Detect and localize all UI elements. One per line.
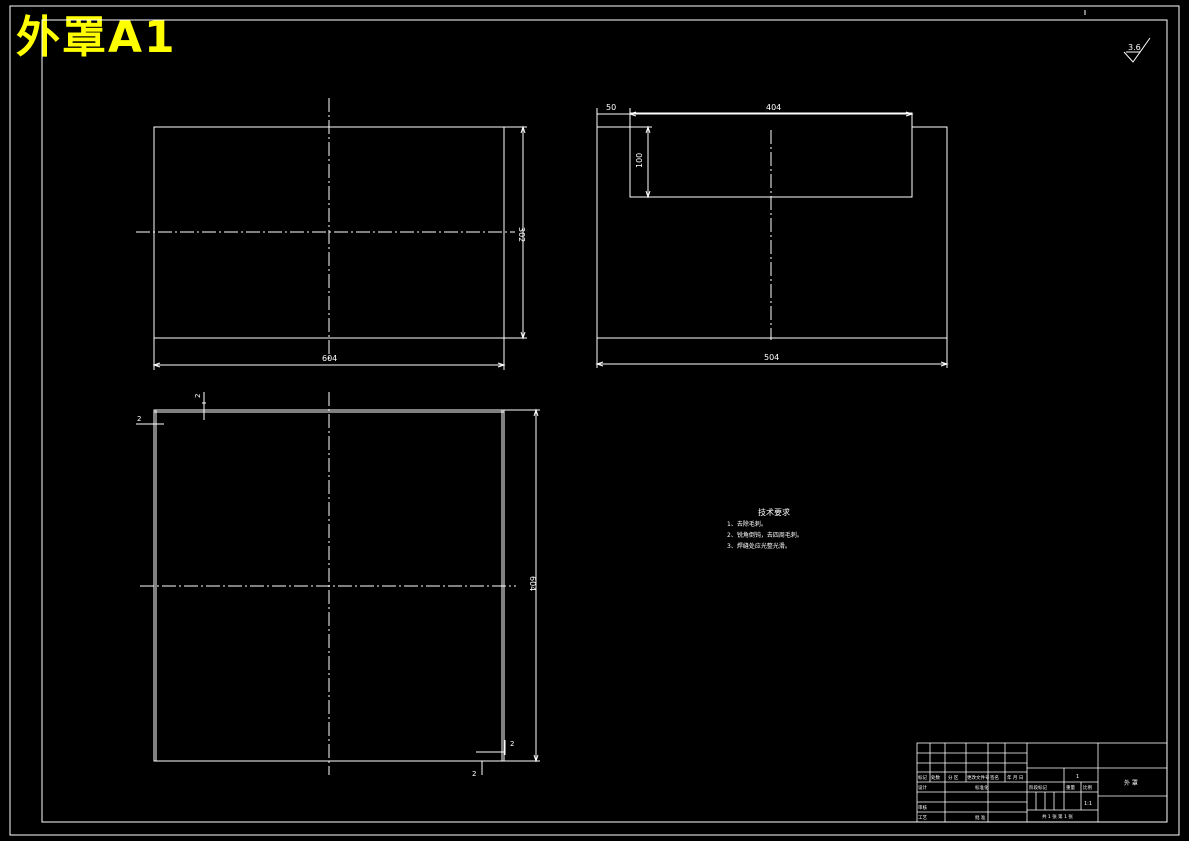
title-block-labels: 标记 处数 分 区 更改文件号 签名 年 月 日 设计 标准化 审核 工艺 批 …	[918, 774, 1092, 821]
tb-label-zone: 分 区	[948, 774, 959, 781]
tb-label-sign: 签名	[990, 774, 999, 781]
side-view-slot-width-dim: 404	[766, 103, 781, 112]
roughness-symbol: 3.6	[1123, 37, 1151, 63]
side-view-offset-dim: 50	[606, 103, 616, 112]
top-view-width-dim: 604	[322, 354, 337, 363]
tb-sheet-info: 共 1 张 第 1 张	[1042, 813, 1073, 820]
tech-note-item: 1、去除毛刺。	[727, 520, 767, 528]
side-view-width-dim: 504	[764, 353, 779, 362]
front-view-thickness-left: 2	[137, 415, 141, 423]
roughness-value: 3.6	[1128, 43, 1141, 52]
tb-label-weight: 重量	[1066, 784, 1075, 791]
tb-scale-value: 1:1	[1084, 801, 1092, 807]
front-view	[136, 392, 540, 775]
front-view-height-dim: 604	[528, 576, 537, 591]
inner-frame	[41, 19, 1168, 823]
tb-quantity: 1	[1076, 774, 1079, 780]
side-view-slot-depth-dim: 100	[635, 153, 644, 168]
front-view-thickness-right: 2	[510, 740, 514, 748]
front-view-thickness-bottom: 2	[472, 770, 476, 778]
tb-label-standard: 标准化	[975, 784, 989, 791]
top-view-height-dim: 302	[517, 227, 526, 242]
tb-label-stage: 阶段标记	[1029, 784, 1047, 791]
tb-label-date: 年 月 日	[1007, 774, 1023, 781]
tb-label-count: 处数	[931, 774, 940, 781]
tb-label-scale: 比例	[1083, 784, 1092, 791]
tb-label-mark: 标记	[918, 774, 927, 781]
tech-note-item: 2、锐角倒钝，去四周毛刺。	[727, 531, 803, 539]
top-view	[136, 98, 527, 370]
tech-notes-heading: 技术要求	[758, 507, 790, 517]
title-block	[916, 742, 1168, 823]
outer-border	[9, 5, 1180, 836]
tb-label-change-doc: 更改文件号	[967, 774, 990, 781]
front-view-thickness-top: 2	[194, 394, 202, 398]
side-view	[595, 108, 949, 368]
tb-label-approve: 批 准	[975, 814, 986, 821]
tech-note-item: 3、焊缝处应光整光滑。	[727, 542, 791, 550]
tb-label-process: 工艺	[918, 815, 927, 821]
tb-part-name: 外 罩	[1124, 779, 1138, 787]
tb-label-design: 设计	[918, 784, 927, 791]
tb-label-review: 审核	[918, 804, 927, 811]
